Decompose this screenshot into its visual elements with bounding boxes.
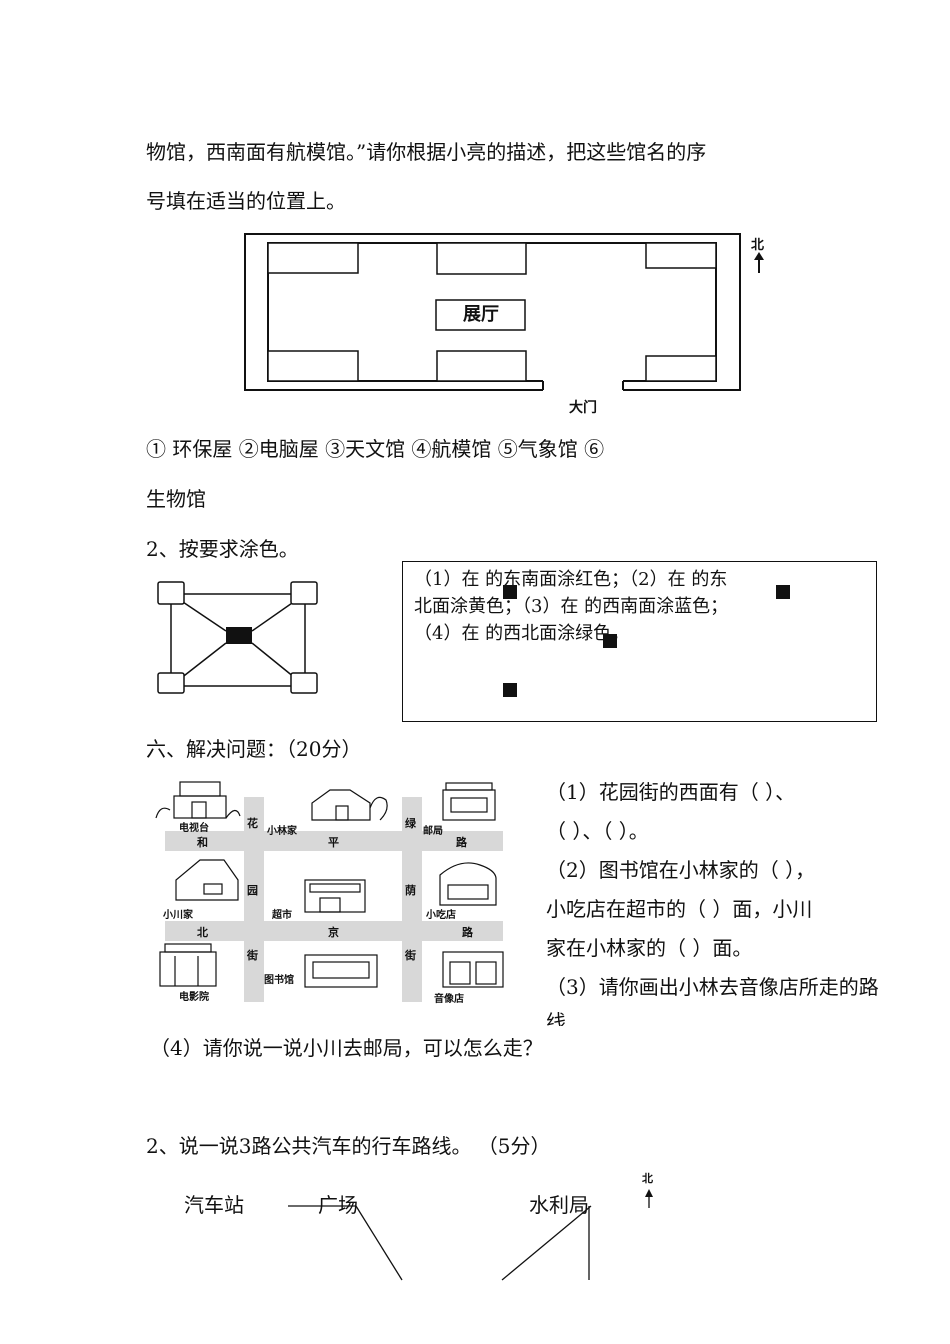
question-1a: （1）花园街的西面有（ ）、 xyxy=(546,780,796,804)
coloring-line-1: （1）在 的东南面涂红色；（2）在 的东 xyxy=(414,569,728,590)
exhibit-hall-box xyxy=(435,299,526,331)
coloring-instructions-box xyxy=(402,561,877,722)
question-2b: 小吃店在超市的（ ）面，小川 xyxy=(546,897,813,921)
huayuan-street xyxy=(244,797,264,1002)
black-square-icon xyxy=(503,683,517,697)
bus-stop-station: 汽车站 xyxy=(184,1193,244,1217)
library-building xyxy=(304,954,378,988)
library-label: 图书馆 xyxy=(264,975,294,986)
exhibit-hall-label: 展厅 xyxy=(463,304,499,325)
street-char: 京 xyxy=(328,926,339,939)
black-square-icon xyxy=(503,585,517,599)
north-label: 北 xyxy=(751,238,765,253)
supermarket-label: 超市 xyxy=(272,910,292,921)
street-char: 路 xyxy=(462,926,473,939)
lvyin-street xyxy=(402,797,422,1002)
corner-box-nw xyxy=(157,581,185,605)
snack-shop-building xyxy=(439,862,497,906)
post-office-label: 邮局 xyxy=(423,826,443,837)
snack-shop-label: 小吃店 xyxy=(426,910,456,921)
bus-heading: 2、说一说3路公共汽车的行车路线。 （5分） xyxy=(146,1134,551,1158)
bus-stop-water-bureau: 水利局 xyxy=(529,1193,589,1217)
xiaochuan-home-building xyxy=(175,859,239,901)
music-store-label: 音像店 xyxy=(434,994,464,1005)
corner-box-ne xyxy=(290,581,318,605)
street-char: 街 xyxy=(247,949,258,962)
street-char: 路 xyxy=(456,836,467,849)
room-s xyxy=(436,350,527,382)
room-ne xyxy=(645,242,717,269)
street-char: 绿 xyxy=(405,817,416,830)
xiaolin-home-label: 小林家 xyxy=(267,826,297,837)
xiaochuan-home-label: 小川家 xyxy=(163,910,193,921)
room-se xyxy=(645,355,717,382)
hall-options-tail: 生物馆 xyxy=(146,487,206,511)
question-3b: 线 xyxy=(546,1010,566,1026)
street-char: 街 xyxy=(405,949,416,962)
music-store-building xyxy=(442,951,504,988)
question-3a: （3）请你画出小林去音像店所走的路 xyxy=(546,975,879,999)
xiaolin-home-building xyxy=(311,789,371,821)
question-2c: 家在小林家的（ ）面。 xyxy=(546,936,753,960)
question-2a: （2）图书馆在小林家的（ ）， xyxy=(546,858,816,882)
gate-label: 大门 xyxy=(569,400,597,416)
corner-box-sw xyxy=(157,672,185,694)
intro-line-2: 号填在适当的位置上。 xyxy=(146,189,346,213)
street-char: 平 xyxy=(328,836,339,849)
street-char: 园 xyxy=(247,884,258,897)
coloring-line-2: 北面涂黄色；（3）在 的西南面涂蓝色； xyxy=(414,596,729,617)
coloring-heading: 2、按要求涂色。 xyxy=(146,537,299,561)
bus-north-label: 北 xyxy=(642,1172,653,1185)
hall-options-line: ① 环保屋 ②电脑屋 ③天文馆 ④航模馆 ⑤气象馆 ⑥ xyxy=(146,437,605,461)
room-nw xyxy=(267,242,359,274)
bus-stop-square: 广场 xyxy=(318,1193,358,1217)
black-square-icon xyxy=(776,585,790,599)
intro-line-1: 物馆，西南面有航模馆。”请你根据小亮的描述，把这些馆名的序 xyxy=(146,140,707,164)
cinema-label: 电影院 xyxy=(179,992,209,1003)
room-n xyxy=(436,242,527,275)
question-4: （4）请你说一说小川去邮局，可以怎么走？ xyxy=(150,1036,543,1060)
coloring-line-3: （4）在 的西北面涂绿色。 xyxy=(414,623,630,644)
question-1b: （ ）、（ ）。 xyxy=(546,819,649,843)
street-char: 花 xyxy=(247,817,258,830)
room-sw xyxy=(267,350,359,382)
street-char: 北 xyxy=(197,926,208,939)
section6-heading: 六、解决问题：（20分） xyxy=(146,737,362,761)
tv-station-label: 电视台 xyxy=(179,823,209,834)
street-char: 荫 xyxy=(405,884,416,897)
corner-box-se xyxy=(290,672,318,694)
black-square-icon xyxy=(603,634,617,648)
street-char: 和 xyxy=(197,836,208,849)
center-black-box xyxy=(226,627,252,644)
